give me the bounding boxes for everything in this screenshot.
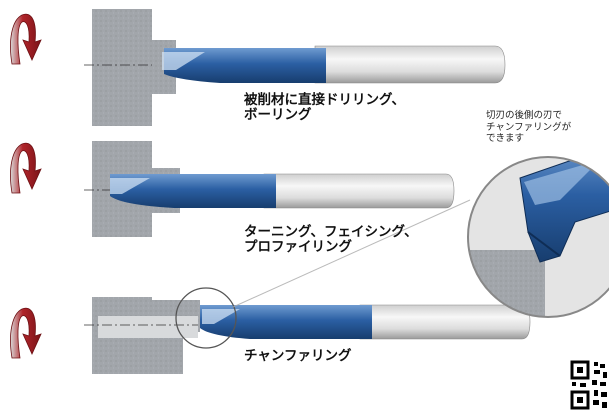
- tool-shank: [263, 173, 455, 209]
- detail-note-line1: 切刃の後側の刃で: [486, 110, 563, 121]
- step-1-label-line2: ボーリング: [244, 107, 312, 123]
- step-2-label: ターニング、フェイシング、 プロファイリング: [244, 225, 418, 255]
- detail-note-line3: できます: [486, 133, 525, 144]
- bore-surface: [98, 316, 198, 338]
- step-2-label-line2: プロファイリング: [244, 239, 352, 255]
- step-3-diagram: [10, 287, 531, 374]
- step-3-label: チャンファリング: [244, 349, 351, 364]
- chamfer-highlight-circle: [175, 287, 237, 349]
- detail-note: 切刃の後側の刃で チャンファリングが できます: [486, 110, 571, 145]
- tool-insert: [110, 174, 276, 208]
- step-2-diagram: [10, 141, 455, 237]
- rotation-arrow-icon: [10, 307, 42, 359]
- workpiece: [92, 9, 176, 126]
- qr-code-icon: [570, 360, 609, 411]
- detail-note-line2: チャンファリングが: [486, 121, 572, 133]
- rotation-arrow-icon: [10, 13, 42, 65]
- step-1-diagram: [10, 9, 506, 126]
- rotation-arrow-icon: [10, 142, 42, 194]
- tool-insert: [164, 48, 326, 83]
- magnified-detail: [232, 156, 609, 318]
- tool-shank: [314, 45, 506, 84]
- step-3-label-line1: チャンファリング: [244, 348, 352, 364]
- step-1-label: 被削材に直接ドリリング、 ボーリング: [244, 93, 405, 123]
- step-1-label-line1: 被削材に直接ドリリング、: [244, 92, 406, 108]
- tool-insert: [200, 305, 372, 339]
- tool-shank: [359, 304, 531, 340]
- step-2-label-line1: ターニング、フェイシング、: [244, 224, 418, 240]
